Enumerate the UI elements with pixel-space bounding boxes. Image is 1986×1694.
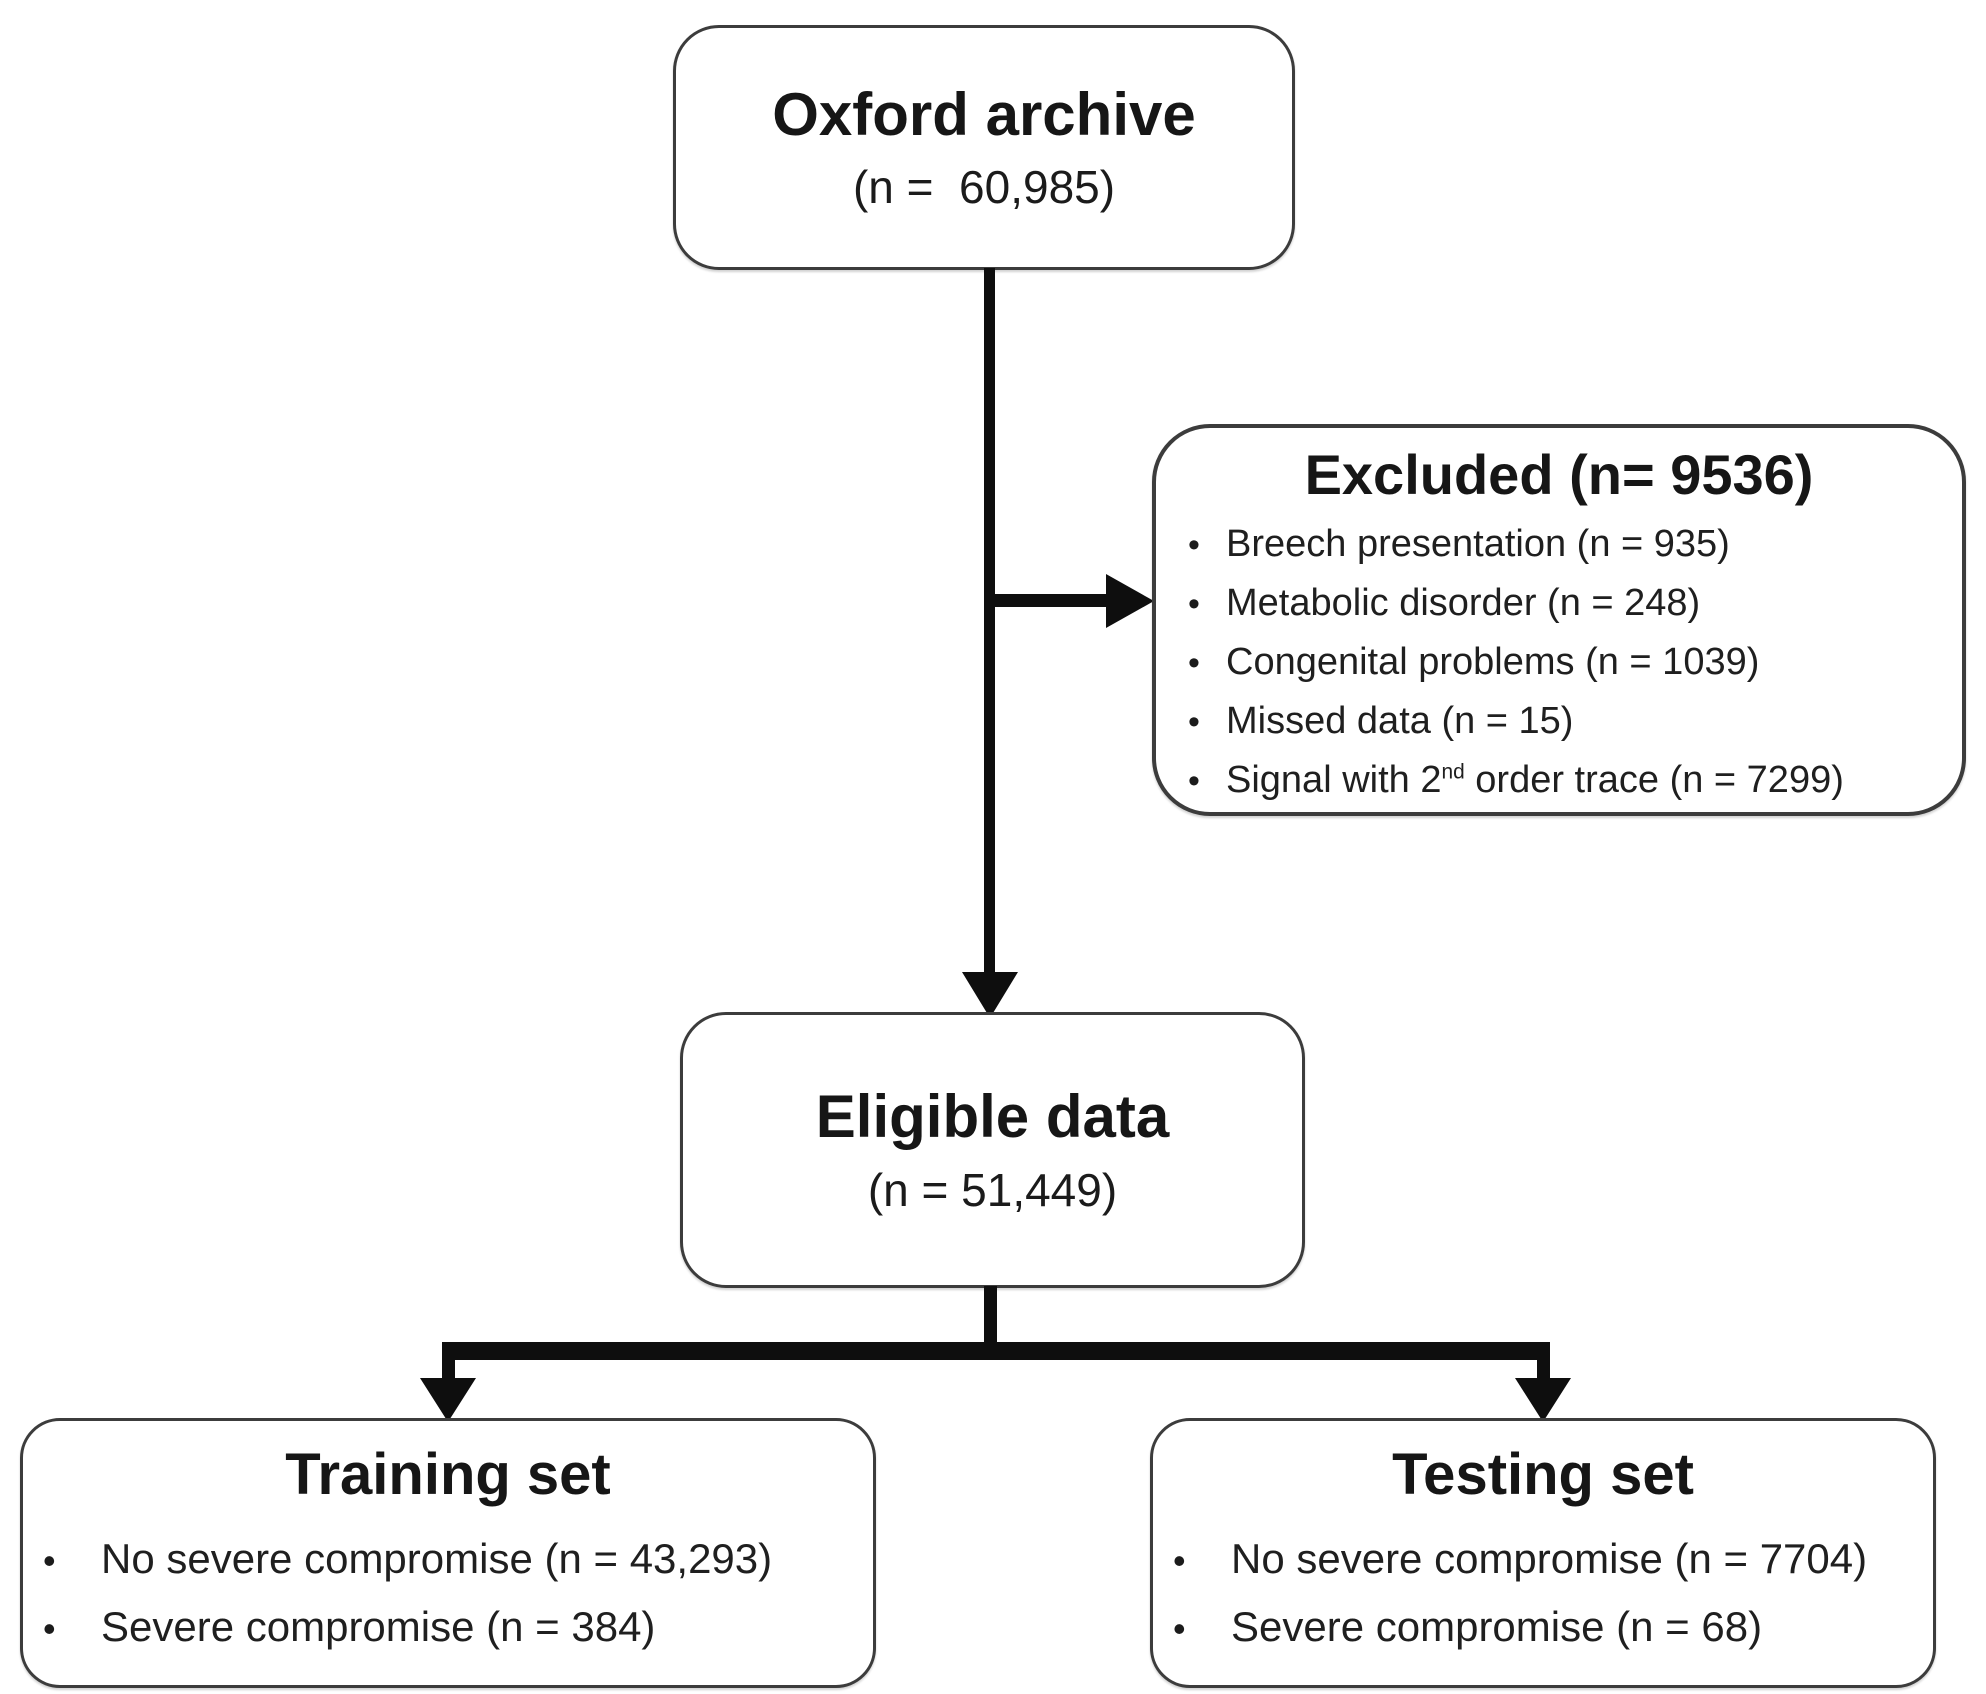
ordinal-superscript: nd <box>1441 760 1465 784</box>
arrowhead-down-training-icon <box>420 1378 476 1422</box>
training-set-item: • Severe compromise (n = 384) <box>43 1594 873 1662</box>
connector-split-bar-line <box>442 1342 1550 1360</box>
excluded-item: • Signal with 2nd order trace (n = 7299) <box>1188 751 1962 810</box>
bullet-icon: • <box>43 1539 56 1581</box>
connector-to-excluded-line <box>990 594 1108 607</box>
excluded-item: • Metabolic disorder (n = 248) <box>1188 574 1962 633</box>
excluded-item-text: Metabolic disorder (n = 248) <box>1226 581 1701 624</box>
oxford-archive-box: Oxford archive (n = 60,985) <box>673 25 1295 270</box>
bullet-icon: • <box>1173 1539 1186 1581</box>
eligible-data-box: Eligible data (n = 51,449) <box>680 1012 1305 1288</box>
training-set-item-text: No severe compromise (n = 43,293) <box>101 1534 773 1582</box>
excluded-item-text: Missed data (n = 15) <box>1226 699 1574 742</box>
excluded-item-text-post: order trace (n = 7299) <box>1464 758 1844 801</box>
excluded-box: Excluded (n= 9536) • Breech presentation… <box>1152 424 1966 816</box>
excluded-item-text: Breech presentation (n = 935) <box>1226 522 1730 565</box>
eligible-data-title: Eligible data <box>815 1083 1170 1151</box>
bullet-icon: • <box>1188 584 1200 623</box>
arrowhead-down-eligible-icon <box>962 972 1018 1018</box>
arrowhead-right-excluded-icon <box>1106 574 1154 628</box>
training-set-box: Training set • No severe compromise (n =… <box>20 1418 876 1688</box>
connector-eligible-stub-line <box>984 1286 997 1346</box>
training-set-item: • No severe compromise (n = 43,293) <box>43 1526 873 1594</box>
excluded-list: • Breech presentation (n = 935) • Metabo… <box>1156 515 1962 810</box>
bullet-icon: • <box>1188 525 1200 564</box>
excluded-item: • Congenital problems (n = 1039) <box>1188 633 1962 692</box>
bullet-icon: • <box>1173 1607 1186 1649</box>
connector-training-stub-line <box>442 1342 455 1382</box>
training-set-title: Training set <box>285 1442 611 1507</box>
bullet-icon: • <box>1188 702 1200 741</box>
testing-set-item: • No severe compromise (n = 7704) <box>1173 1526 1933 1594</box>
excluded-item-text: Congenital problems (n = 1039) <box>1226 640 1760 683</box>
excluded-title: Excluded (n= 9536) <box>1304 443 1814 506</box>
excluded-item-text: Signal with 2nd order trace (n = 7299) <box>1226 751 1844 809</box>
arrowhead-down-testing-icon <box>1515 1378 1571 1422</box>
testing-set-box: Testing set • No severe compromise (n = … <box>1150 1418 1936 1688</box>
training-set-list: • No severe compromise (n = 43,293) • Se… <box>23 1526 873 1662</box>
excluded-item: • Missed data (n = 15) <box>1188 692 1962 751</box>
connector-testing-stub-line <box>1537 1342 1550 1382</box>
bullet-icon: • <box>43 1607 56 1649</box>
bullet-icon: • <box>1188 643 1200 682</box>
testing-set-list: • No severe compromise (n = 7704) • Seve… <box>1153 1526 1933 1662</box>
excluded-item: • Breech presentation (n = 935) <box>1188 515 1962 574</box>
oxford-archive-title: Oxford archive <box>772 80 1196 148</box>
excluded-item-text-pre: Signal with 2 <box>1226 758 1442 801</box>
testing-set-item-text: No severe compromise (n = 7704) <box>1231 1534 1868 1582</box>
eligible-data-count: (n = 51,449) <box>867 1163 1118 1216</box>
training-set-item-text: Severe compromise (n = 384) <box>101 1602 656 1650</box>
connector-oxford-to-eligible-line <box>984 268 995 974</box>
testing-set-item: • Severe compromise (n = 68) <box>1173 1594 1933 1662</box>
bullet-icon: • <box>1188 761 1200 800</box>
testing-set-item-text: Severe compromise (n = 68) <box>1231 1602 1763 1650</box>
testing-set-title: Testing set <box>1392 1442 1694 1507</box>
oxford-archive-count: (n = 60,985) <box>852 161 1116 214</box>
